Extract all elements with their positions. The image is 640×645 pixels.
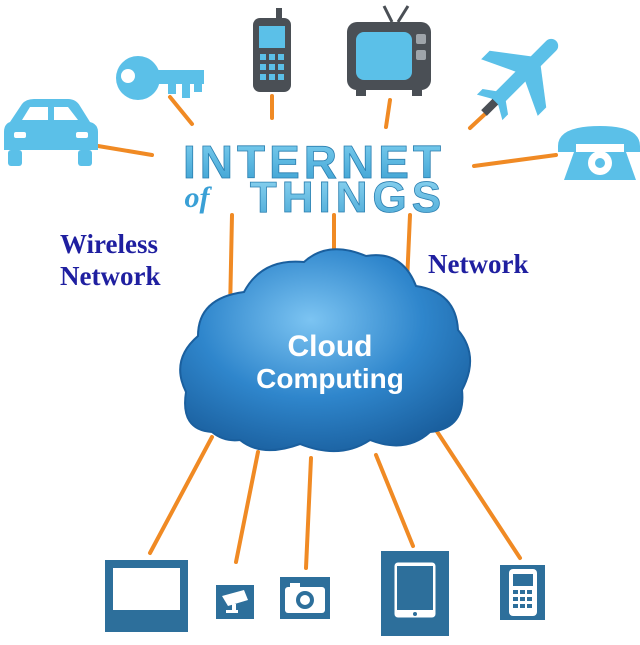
connector-security-camera: [234, 450, 260, 564]
title-of: of: [185, 181, 213, 214]
network-label: Network: [428, 249, 529, 279]
key-icon: [116, 56, 204, 100]
telephone-icon: [558, 126, 640, 180]
title: INTERNET of THINGS: [183, 136, 446, 223]
connector-cellphone: [434, 428, 522, 560]
cloud-shape: Cloud Computing: [179, 248, 472, 453]
tablet-icon: [381, 551, 449, 636]
mobile-phone-icon: [253, 8, 291, 92]
cell-phone-icon: [500, 565, 545, 620]
airplane-icon: [476, 38, 559, 121]
connector-tablet: [374, 453, 415, 548]
wireless-label-line2: Network: [60, 261, 161, 291]
title-internet: INTERNET: [183, 136, 445, 188]
connector-car: [96, 144, 154, 157]
cloud-label-line2: Computing: [256, 363, 404, 394]
security-camera-icon: [216, 585, 254, 619]
connector-telephone: [472, 153, 558, 168]
monitor-icon: [105, 560, 188, 632]
wireless-network-label: Wireless Network: [60, 228, 160, 292]
camera-icon: [280, 577, 330, 619]
cloud-label-line1: Cloud: [288, 330, 373, 363]
connector-camera: [304, 456, 313, 570]
connector-tv: [384, 98, 392, 129]
title-things: THINGS: [250, 173, 446, 222]
car-icon: [4, 99, 98, 166]
connector-monitor: [148, 435, 214, 555]
television-icon: [347, 5, 431, 96]
connector-key: [168, 95, 194, 126]
bottom-connectors: [148, 428, 522, 570]
wireless-label-line1: Wireless: [60, 229, 158, 259]
